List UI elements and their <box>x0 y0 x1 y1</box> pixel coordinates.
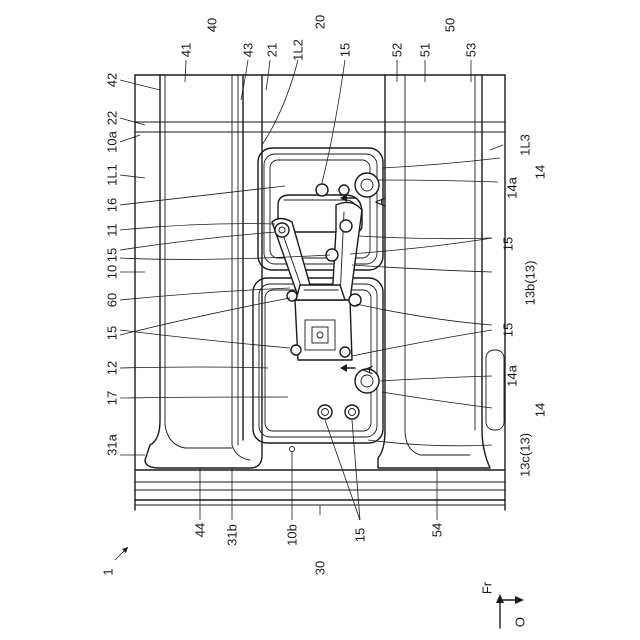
label-15-right-lower: 15 <box>501 323 516 337</box>
label-12: 12 <box>105 361 120 375</box>
label-40: 40 <box>205 18 220 32</box>
label-15-right-upper: 15 <box>501 237 516 251</box>
left-frame-member <box>145 75 262 468</box>
label-44: 44 <box>193 523 208 537</box>
label-11: 11 <box>105 223 120 237</box>
label-1L1: 1L1 <box>105 164 120 186</box>
label-54: 54 <box>430 523 445 537</box>
label-15-left-upper: 15 <box>105 248 120 262</box>
label-51: 51 <box>418 43 433 57</box>
label-60: 60 <box>105 293 120 307</box>
label-16: 16 <box>105 198 120 212</box>
label-21: 21 <box>265 43 280 57</box>
label-14-upper: 14 <box>533 165 548 179</box>
label-10a: 10a <box>105 130 120 152</box>
label-17: 17 <box>105 391 120 405</box>
label-41: 41 <box>179 43 194 57</box>
label-14a-upper: 14a <box>505 176 520 198</box>
label-14a-lower: 14a <box>505 364 520 386</box>
label-1: 1 <box>101 568 116 575</box>
label-15-bottom: 15 <box>353 528 368 542</box>
label-A-lower: A <box>361 365 376 374</box>
label-Fr: Fr <box>480 581 495 594</box>
label-42: 42 <box>105 73 120 87</box>
label-14-lower: 14 <box>533 403 548 417</box>
label-1L3: 1L3 <box>518 134 533 156</box>
label-31b: 31b <box>225 524 240 546</box>
label-10b: 10b <box>285 524 300 546</box>
label-13b13: 13b(13) <box>523 261 538 306</box>
label-13c13: 13c(13) <box>518 433 533 477</box>
label-15-top: 15 <box>338 43 353 57</box>
label-10: 10 <box>105 265 120 279</box>
label-15-left-lower: 15 <box>105 326 120 340</box>
label-22: 22 <box>105 111 120 125</box>
label-31a: 31a <box>105 433 120 455</box>
label-O: O <box>513 617 528 627</box>
label-43: 43 <box>241 43 256 57</box>
label-30: 30 <box>313 561 328 575</box>
label-A-upper: A <box>373 197 388 206</box>
label-20: 20 <box>313 15 328 29</box>
label-52: 52 <box>390 43 405 57</box>
label-1L2: 1L2 <box>291 39 306 61</box>
label-53: 53 <box>464 43 479 57</box>
label-50: 50 <box>443 18 458 32</box>
